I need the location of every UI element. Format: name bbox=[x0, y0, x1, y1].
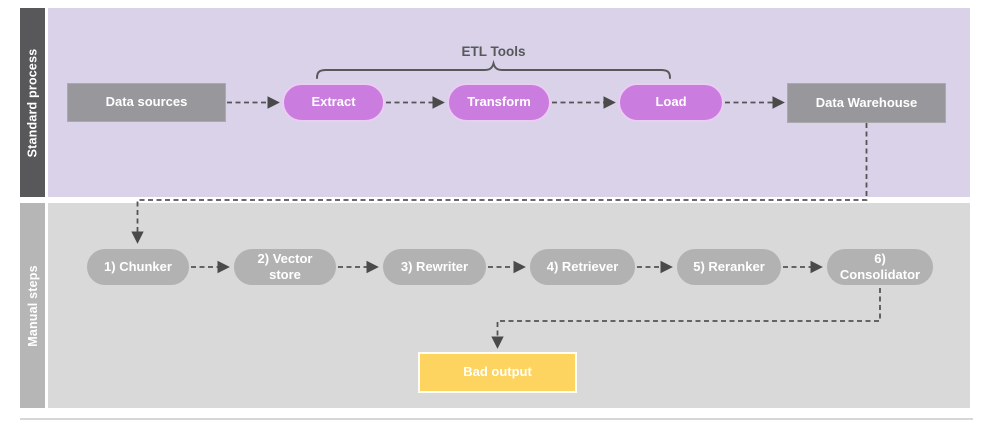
node-reranker: 5) Reranker bbox=[675, 247, 783, 287]
node-extract: Extract bbox=[282, 83, 385, 122]
lane-manual-steps-label: Manual steps bbox=[25, 264, 40, 347]
node-bad-output: Bad output bbox=[418, 352, 577, 393]
node-data-sources: Data sources bbox=[67, 83, 226, 122]
node-load: Load bbox=[618, 83, 724, 122]
bottom-divider bbox=[20, 418, 973, 420]
lane-manual-steps-bar: Manual steps bbox=[20, 203, 45, 408]
node-vector-store: 2) Vector store bbox=[232, 247, 338, 287]
node-chunker: 1) Chunker bbox=[85, 247, 191, 287]
node-consolidator: 6) Consolidator bbox=[825, 247, 935, 287]
node-retriever: 4) Retriever bbox=[528, 247, 637, 287]
node-transform: Transform bbox=[447, 83, 551, 122]
node-rewriter: 3) Rewriter bbox=[381, 247, 488, 287]
etl-tools-label: ETL Tools bbox=[461, 44, 526, 59]
node-data-warehouse: Data Warehouse bbox=[787, 83, 946, 123]
lane-standard-process-bar: Standard process bbox=[20, 8, 45, 197]
lane-standard-process-label: Standard process bbox=[25, 48, 40, 157]
